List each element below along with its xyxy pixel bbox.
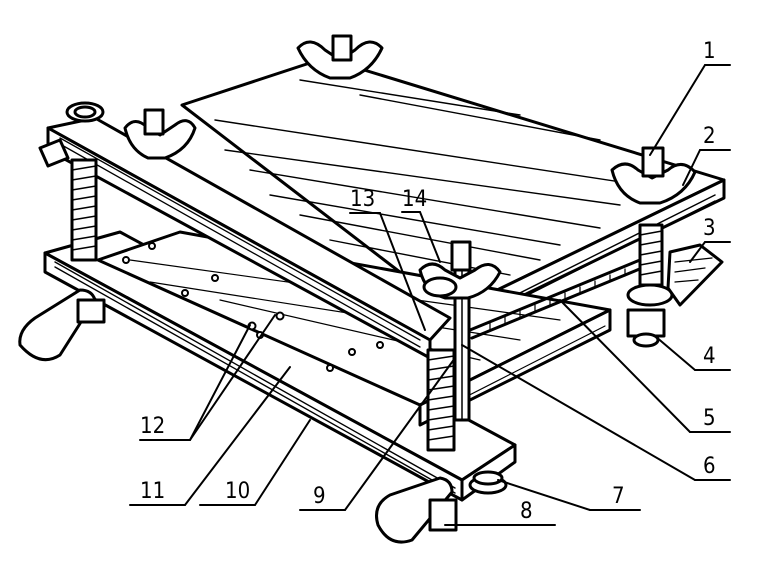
callout-7: 7 [612,484,625,509]
callout-2: 2 [703,124,716,149]
ring-nut-icon [65,101,458,298]
leader-lines [129,64,731,526]
ruler-scale [468,258,644,340]
callout-12: 12 [140,414,165,439]
clamp-foot-icon [18,288,106,362]
bracket-3 [666,243,724,307]
callout-9: 9 [313,484,326,509]
callout-labels: 1 2 3 4 5 6 7 8 9 10 11 12 13 14 [140,39,716,524]
callout-4: 4 [703,344,716,369]
callout-6: 6 [703,454,716,479]
adjusting-nut-right [626,283,674,348]
spring-7 [468,470,508,495]
callout-1: 1 [703,39,716,64]
callout-11: 11 [140,479,165,504]
wing-nut-icon [296,34,384,80]
callout-5: 5 [703,406,716,431]
clamp-foot-icon [375,476,458,544]
callout-10: 10 [225,479,250,504]
callout-13: 13 [350,187,375,212]
callout-3: 3 [703,216,716,241]
wing-nut-icon [123,108,197,160]
callout-14: 14 [402,187,427,212]
callout-8: 8 [520,499,533,524]
threaded-rod-left [70,158,98,262]
wing-nut-icon [610,146,697,205]
threaded-rod-right [638,223,664,287]
cross-beam [38,116,452,360]
